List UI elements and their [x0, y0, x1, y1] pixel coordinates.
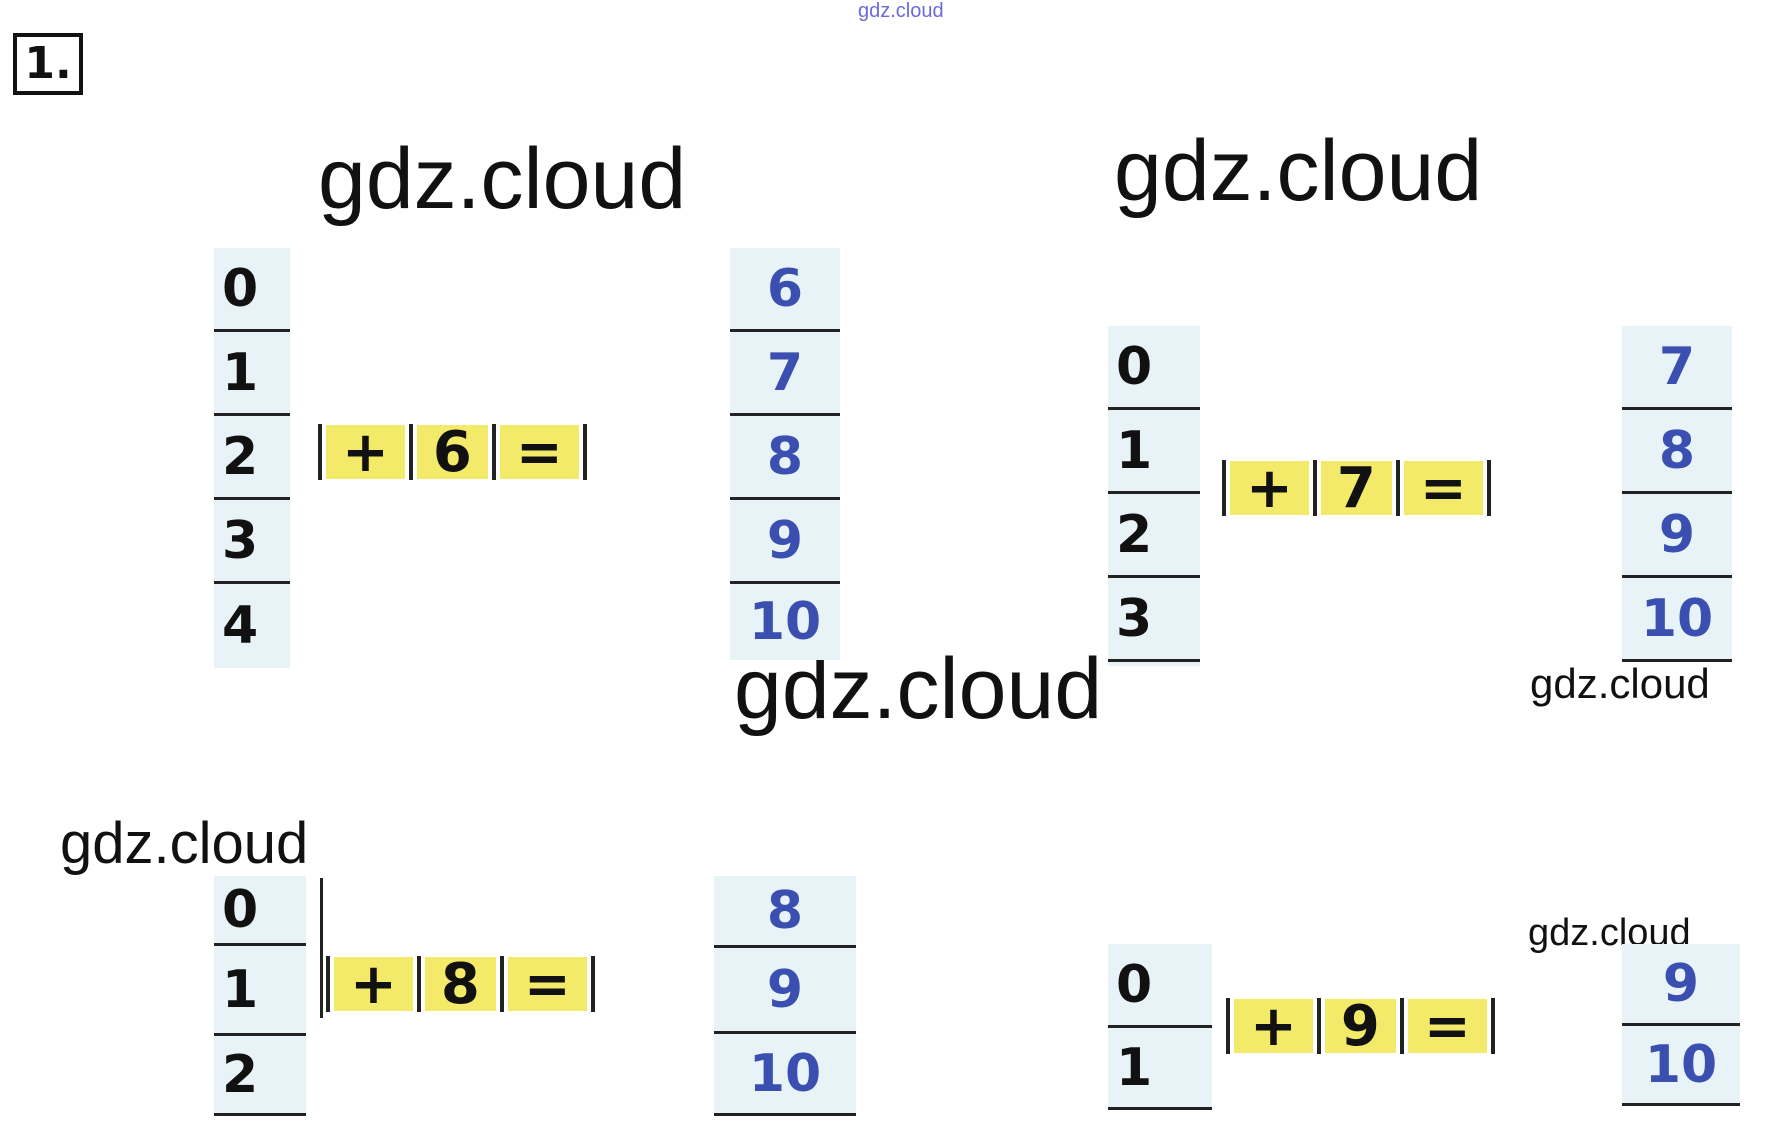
exercise-1-right-0: 6 [730, 248, 840, 332]
exercise-2-equation: + 7 = [1218, 456, 1495, 521]
exercise-2-left-2: 2 [1108, 494, 1200, 578]
exercise-1-left-4: 4 [222, 596, 259, 656]
exercise-3-right-2: 10 [714, 1034, 856, 1116]
exercise-1-addend: 6 [416, 420, 488, 485]
exercise-2-left-0: 0 [1108, 326, 1200, 410]
exercise-4-left-1: 1 [1108, 1028, 1212, 1110]
exercise-3-equation: + 8 = [322, 952, 599, 1017]
exercise-1-right-2: 8 [730, 416, 840, 500]
exercise-3-left-column: 0 1 2 [214, 876, 306, 1116]
exercise-2-right-2: 9 [1622, 494, 1732, 578]
exercise-1-left-0: 0 [214, 248, 290, 332]
exercise-2-right-column: 7 8 9 10 [1622, 326, 1732, 662]
watermark-top: gdz.cloud [858, 0, 944, 22]
exercise-3-left-0: 0 [214, 876, 306, 946]
exercise-1-left-2: 2 [214, 416, 290, 500]
exercise-4-equals: = [1407, 994, 1487, 1059]
exercise-3-left-1: 1 [214, 946, 306, 1036]
exercise-2-addend: 7 [1320, 456, 1392, 521]
exercise-1-right-1: 7 [730, 332, 840, 416]
exercise-2-right-3: 10 [1622, 578, 1732, 662]
exercise-1-left-3: 3 [214, 500, 290, 584]
exercise-3-right-0: 8 [714, 876, 856, 948]
exercise-1-right-3: 9 [730, 500, 840, 584]
exercise-2-right-1: 8 [1622, 410, 1732, 494]
exercise-4-right-0: 9 [1622, 944, 1740, 1026]
watermark-4: gdz.cloud [1530, 660, 1710, 707]
watermark-5: gdz.cloud [60, 811, 309, 876]
exercise-1-right-4: 10 [748, 592, 822, 652]
watermark-2: gdz.cloud [1114, 123, 1483, 219]
task-number: 1. [13, 33, 83, 95]
exercise-3-equals: = [507, 952, 587, 1017]
exercise-1-operator: + [326, 420, 405, 485]
exercise-3-right-1: 9 [714, 948, 856, 1034]
exercise-1-equals: = [499, 420, 579, 485]
exercise-3-divider [320, 878, 323, 1018]
exercise-3-addend: 8 [424, 952, 496, 1017]
exercise-1-right-column: 6 7 8 9 10 [730, 248, 840, 660]
exercise-1-left-column: 0 1 2 3 4 [214, 248, 290, 668]
exercise-4-left-0: 0 [1108, 944, 1212, 1028]
watermark-1: gdz.cloud [318, 131, 687, 227]
exercise-4-right-1: 10 [1622, 1026, 1740, 1106]
exercise-3-left-2: 2 [214, 1036, 306, 1116]
exercise-4-equation: + 9 = [1222, 994, 1499, 1059]
exercise-2-equals: = [1403, 456, 1483, 521]
exercise-1-left-1: 1 [214, 332, 290, 416]
exercise-1-equation: + 6 = [314, 420, 591, 485]
exercise-4-left-column: 0 1 [1108, 944, 1212, 1110]
exercise-3-operator: + [334, 952, 413, 1017]
exercise-4-right-column: 9 10 [1622, 944, 1740, 1106]
exercise-4-addend: 9 [1324, 994, 1396, 1059]
exercise-2-left-3: 3 [1108, 578, 1200, 662]
exercise-4-operator: + [1234, 994, 1313, 1059]
exercise-3-right-column: 8 9 10 [714, 876, 856, 1116]
exercise-2-right-0: 7 [1622, 326, 1732, 410]
exercise-2-left-1: 1 [1108, 410, 1200, 494]
exercise-2-left-column: 0 1 2 3 [1108, 326, 1200, 666]
exercise-2-operator: + [1230, 456, 1309, 521]
